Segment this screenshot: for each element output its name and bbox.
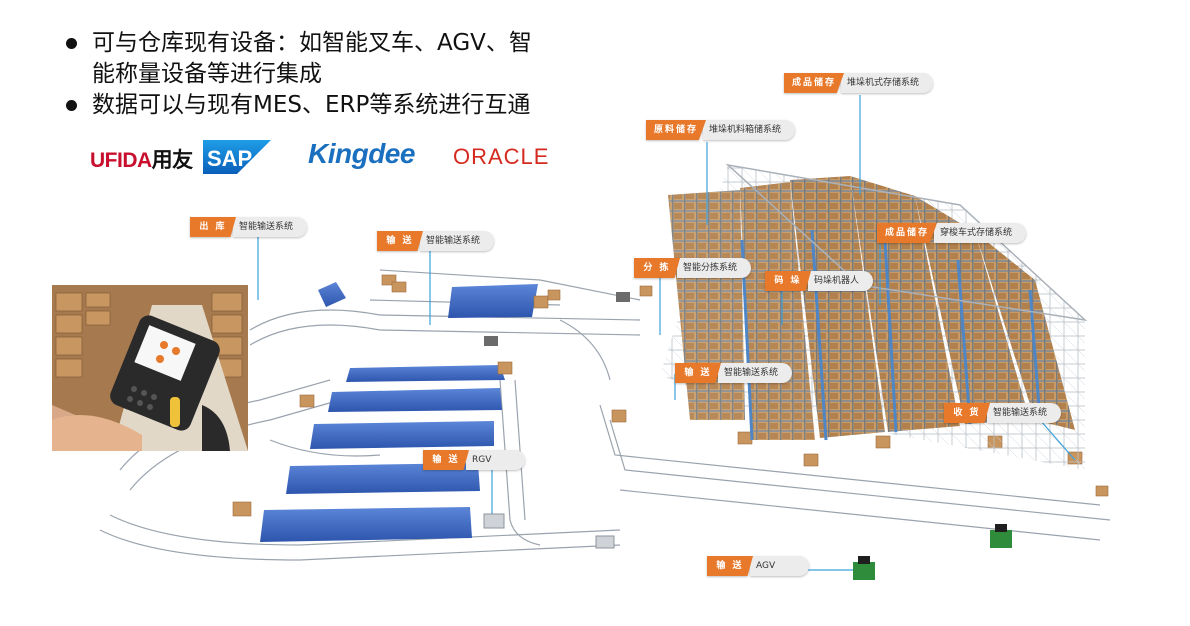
svg-text:SAP: SAP <box>207 146 252 171</box>
bullet-item: 数据可以与现有MES、ERP等系统进行互通 <box>62 90 602 121</box>
bullet-item: 可与仓库现有设备：如智能叉车、AGV、智 能称量设备等进行集成 <box>62 28 602 90</box>
scanner-illustration <box>52 285 248 451</box>
tag-outbound: 出 库 智能输送系统 <box>190 217 308 237</box>
bullet-dot-icon <box>66 38 77 49</box>
ufida-logo: UFIDA用友 <box>90 149 193 172</box>
bullet-text: 数据可以与现有MES、ERP等系统进行互通 <box>92 92 531 118</box>
tag-finished-storage-1: 成品储存 堆垛机式存储系统 <box>784 73 934 93</box>
kingdee-logo: Kingdee <box>308 138 415 169</box>
feature-bullets: 可与仓库现有设备：如智能叉车、AGV、智 能称量设备等进行集成 数据可以与现有M… <box>62 28 602 121</box>
tag-palletizing: 码 垛 码垛机器人 <box>765 271 874 291</box>
belt-conveyors <box>260 282 538 542</box>
tag-agv: 输 送 AGV <box>707 556 810 576</box>
partner-logos: UFIDA用友 SAP Kingdee ORACLE <box>90 138 590 178</box>
tag-sorting: 分 拣 智能分拣系统 <box>634 258 752 278</box>
tag-conveying-1: 输 送 智能输送系统 <box>377 231 495 251</box>
tag-rgv: 输 送 RGV <box>423 450 526 470</box>
tag-receiving: 收 货 智能输送系统 <box>944 403 1062 423</box>
bullet-text: 可与仓库现有设备：如智能叉车、AGV、智 能称量设备等进行集成 <box>92 30 532 87</box>
conveyor-tracks <box>99 269 1111 561</box>
handheld-scanner-photo <box>52 285 248 451</box>
tag-finished-storage-2: 成品储存 穿梭车式存储系统 <box>877 223 1027 243</box>
tag-leader-lines <box>257 95 1076 571</box>
tag-conveying-2: 输 送 智能输送系统 <box>675 363 793 383</box>
storage-racks <box>660 163 1088 470</box>
sap-logo: SAP <box>203 140 271 174</box>
oracle-logo: ORACLE <box>453 144 550 169</box>
bullet-dot-icon <box>66 100 77 111</box>
agv-vehicles <box>483 292 1012 580</box>
tag-raw-storage: 原料储存 堆垛机料箱储系统 <box>646 120 796 140</box>
